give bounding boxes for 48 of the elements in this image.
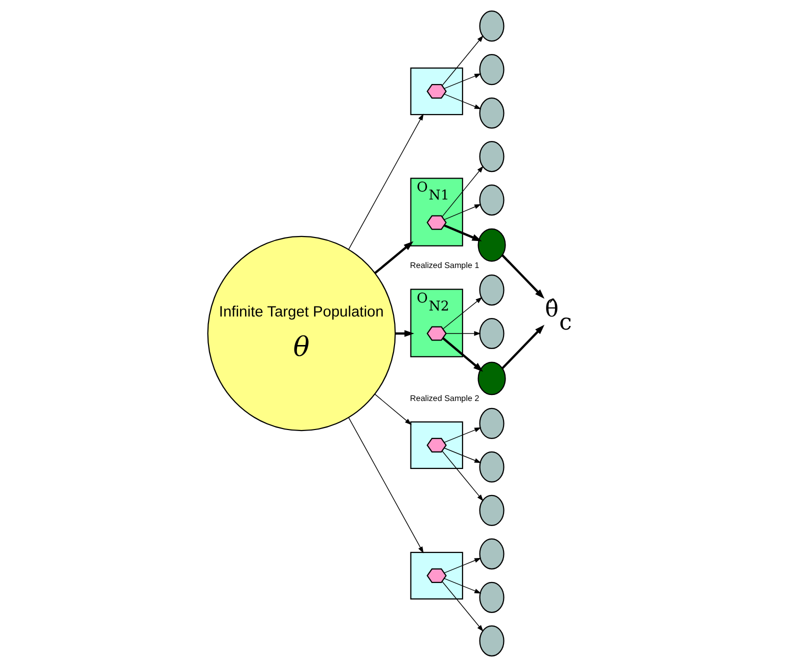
arrow: [441, 450, 483, 502]
node-ellipse: [477, 362, 506, 396]
node-circle: [478, 10, 504, 42]
arrow: [441, 581, 483, 632]
arrow: [442, 297, 482, 330]
arrow: [443, 558, 481, 574]
arrow: [348, 114, 424, 250]
arrow: [374, 394, 412, 425]
arrow: [374, 241, 413, 274]
arrow: [445, 331, 480, 336]
arrow: [441, 166, 483, 218]
node-circle: [478, 494, 504, 526]
cluster: [410, 421, 463, 470]
node-hexagon: [426, 215, 446, 230]
arrow: [442, 337, 483, 372]
arrow: [394, 330, 414, 337]
arrow: [501, 324, 544, 370]
arrow: [443, 204, 481, 220]
cluster: [410, 552, 463, 600]
arrow: [443, 224, 482, 242]
node-circle: [478, 318, 504, 350]
arrow: [441, 35, 483, 86]
node-hexagon: [426, 84, 446, 99]
cluster: [410, 68, 463, 116]
node-circle: Infinite Target Population θ: [206, 236, 396, 432]
node-circle: [478, 184, 504, 216]
arrow: [443, 74, 481, 89]
arrow: [443, 94, 481, 110]
node-hexagon: [426, 568, 446, 583]
node-circle: [478, 451, 504, 483]
node-circle: [478, 625, 504, 656]
arrow: [443, 578, 481, 594]
node-circle: [478, 582, 504, 613]
node-circle: [478, 141, 504, 172]
node-circle: [478, 54, 504, 86]
arrow: [348, 417, 424, 554]
arrow: [443, 448, 481, 463]
arrow: [501, 254, 544, 299]
node-circle: [478, 408, 504, 440]
node-circle: [478, 98, 504, 129]
node-ellipse: [477, 228, 506, 262]
node-hexagon: [426, 326, 446, 341]
node-circle: [478, 274, 504, 306]
node-circle: [478, 538, 504, 570]
arrow: [443, 427, 481, 443]
node-label: Realized Sample 1: [410, 260, 479, 270]
node-label: Realized Sample 2: [410, 394, 479, 404]
node-hexagon: [426, 438, 446, 453]
